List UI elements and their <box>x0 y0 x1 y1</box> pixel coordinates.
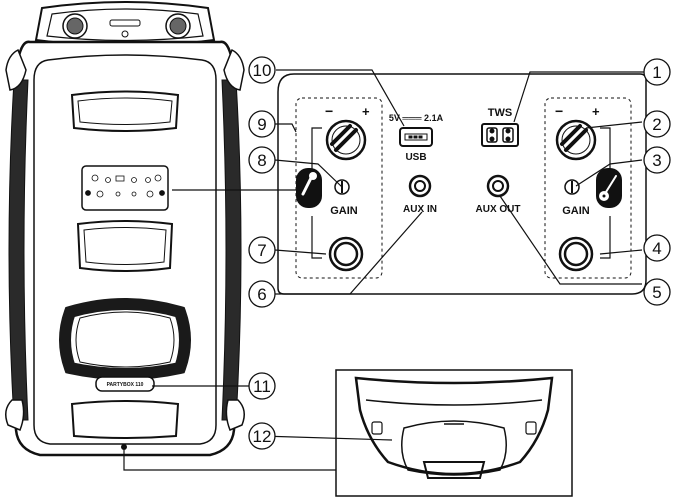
callout-4-text: 4 <box>652 239 661 258</box>
tws-label: TWS <box>488 107 512 119</box>
plus-right-label: + <box>592 104 600 119</box>
callout-9 <box>248 110 276 138</box>
gain-right-label: GAIN <box>562 205 590 217</box>
aux-in-label: AUX IN <box>403 204 437 215</box>
callout-10 <box>248 56 276 84</box>
mic-volume-knob <box>325 119 367 161</box>
tws-button <box>481 123 519 147</box>
callout-8-text: 8 <box>257 151 266 170</box>
callout-6 <box>248 280 276 308</box>
gain-left-label: GAIN <box>330 205 358 217</box>
mini-control-panel <box>85 174 165 198</box>
guitar-icon <box>596 168 622 208</box>
plus-left-label: + <box>362 104 370 119</box>
callout-1 <box>643 58 671 86</box>
callout-4 <box>643 234 671 262</box>
guitar-input-jack <box>558 236 594 272</box>
callout-12-text: 12 <box>253 427 272 446</box>
aux-out-label: AUX OUT <box>476 204 521 215</box>
callout-markers <box>248 56 671 450</box>
callout-9-text: 9 <box>257 115 266 134</box>
callout-7-text: 7 <box>257 241 266 260</box>
callout-6-text: 6 <box>257 285 266 304</box>
microphone-icon <box>296 168 322 208</box>
speaker-body <box>5 1 245 457</box>
callout-2-text: 2 <box>652 115 661 134</box>
callout-2 <box>643 110 671 138</box>
model-label: PARTYBOX 110 <box>107 382 144 388</box>
aux-in-jack <box>408 174 432 198</box>
usb-label: USB <box>405 152 426 163</box>
mic-input-jack <box>328 236 364 272</box>
usb-rating-label: 5V ═══ 2.1A <box>389 113 444 123</box>
callout-8 <box>248 146 276 174</box>
leader-lines <box>123 69 644 471</box>
callout-10-text: 10 <box>253 61 272 80</box>
callout-3 <box>643 146 671 174</box>
aux-out-jack <box>486 174 510 198</box>
callout-3-text: 3 <box>652 151 661 170</box>
guitar-gain-knob <box>564 179 580 195</box>
callout-12 <box>248 422 276 450</box>
callout-numbers: 1 2 3 4 5 6 7 8 9 10 11 12 <box>253 61 662 446</box>
minus-right-label: − <box>555 103 563 119</box>
guitar-volume-knob <box>555 119 597 161</box>
callout-11 <box>248 372 276 400</box>
callout-7 <box>248 236 276 264</box>
callout-5-text: 5 <box>652 283 661 302</box>
minus-left-label: − <box>325 103 333 119</box>
callout-11-text: 11 <box>253 377 271 396</box>
callout-5 <box>643 278 671 306</box>
callout-1-text: 1 <box>652 63 661 82</box>
usb-port <box>399 127 433 147</box>
bottom-view <box>335 369 573 497</box>
